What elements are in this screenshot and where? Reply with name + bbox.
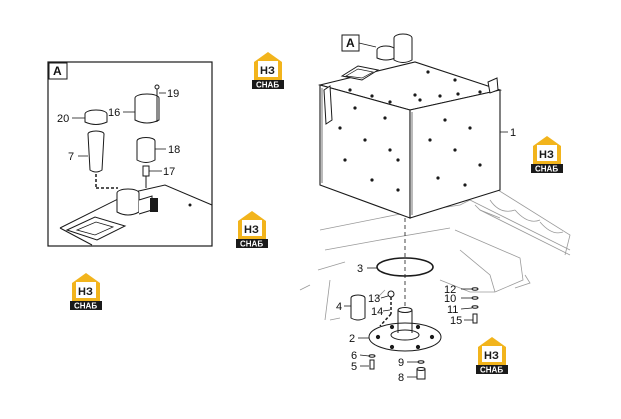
watermark-logo-2: НЗ СНАБ <box>531 136 563 174</box>
hydraulic-tank <box>317 61 503 219</box>
part-16-breather <box>134 98 160 124</box>
part-label-14: 14 <box>371 306 383 318</box>
tank-bolts <box>338 70 482 192</box>
detail-view-a: A 20 7 <box>47 61 213 247</box>
part-label-6: 6 <box>351 350 357 362</box>
tank-sight-gauge <box>323 85 333 125</box>
detail-base-block <box>150 198 158 212</box>
tank-side-fitting <box>487 77 499 94</box>
callout-a-leader <box>358 42 377 48</box>
svg-text:НЗ: НЗ <box>78 286 93 298</box>
callout-a-label: A <box>346 36 355 50</box>
tank-top-fittings <box>323 33 499 125</box>
part-label-19: 19 <box>167 88 179 100</box>
watermark-logo-1: НЗ СНАБ <box>252 52 284 90</box>
part-20-body <box>84 114 108 125</box>
part-label-11: 11 <box>447 304 458 316</box>
part-label-10: 10 <box>444 293 456 305</box>
svg-text:СНАБ: СНАБ <box>480 366 503 375</box>
part-label-12: 12 <box>444 284 456 296</box>
watermark-logos: НЗ СНАБ НЗ СНАБ НЗ СНАБ НЗ СНАБ <box>70 52 563 375</box>
part-label-9: 9 <box>398 357 404 369</box>
part-13-nut <box>387 290 395 298</box>
watermark-logo-5: НЗ СНАБ <box>476 337 508 375</box>
watermark-logo-3: НЗ СНАБ <box>236 211 268 249</box>
detail-tank-front-edge <box>59 227 93 246</box>
part-8-9-drain <box>416 360 426 380</box>
detail-view-label-box <box>48 62 68 80</box>
part-label-8: 8 <box>398 372 404 384</box>
part-label-1: 1 <box>510 127 516 139</box>
detail-hatch-inner <box>75 221 115 236</box>
part-label-13: 13 <box>368 293 380 305</box>
part-17-fitting <box>142 165 150 177</box>
svg-text:СНАБ: СНАБ <box>256 81 279 90</box>
tank-side <box>409 89 501 219</box>
part-label-5: 5 <box>351 361 357 373</box>
part-5-6-bolt <box>368 354 376 370</box>
svg-text:СНАБ: СНАБ <box>240 240 263 249</box>
detail-view-frame <box>47 61 213 247</box>
part-4-strainer <box>350 294 366 321</box>
part-label-16: 16 <box>108 107 120 119</box>
svg-text:НЗ: НЗ <box>244 224 259 236</box>
svg-text:НЗ: НЗ <box>260 65 275 77</box>
part-10-15-fittings <box>471 287 479 324</box>
svg-text:НЗ: НЗ <box>484 350 499 362</box>
tank-filler-body <box>376 50 396 61</box>
main-leader-lines <box>344 131 508 378</box>
part-label-7: 7 <box>68 151 74 163</box>
detail-hatch <box>65 216 127 241</box>
detail-base-body <box>116 193 140 216</box>
part-label-15: 15 <box>450 315 462 327</box>
part-label-18: 18 <box>168 144 180 156</box>
detail-bolt <box>188 203 192 207</box>
svg-text:СНАБ: СНАБ <box>74 302 97 311</box>
part-14-pipe-b <box>379 313 392 327</box>
machine-frame <box>299 184 571 321</box>
part-label-3: 3 <box>357 263 363 275</box>
part-label-17: 17 <box>163 166 175 178</box>
part-7-strainer <box>87 133 105 173</box>
svg-text:СНАБ: СНАБ <box>535 165 558 174</box>
part-3-o-ring <box>376 257 434 277</box>
detail-view-label: A <box>53 64 62 78</box>
detail-tank-top-edge <box>59 184 213 229</box>
part-19-head <box>154 84 160 90</box>
part-label-2: 2 <box>349 333 355 345</box>
watermark-logo-4: НЗ СНАБ <box>70 273 102 311</box>
part-label-4: 4 <box>336 301 342 313</box>
tank-breather-body <box>393 38 413 63</box>
part-18-element <box>136 141 156 163</box>
main-assembly: A <box>299 33 571 384</box>
svg-text:НЗ: НЗ <box>539 149 554 161</box>
part-2-cover-plate <box>368 307 442 352</box>
part-label-20: 20 <box>57 113 69 125</box>
